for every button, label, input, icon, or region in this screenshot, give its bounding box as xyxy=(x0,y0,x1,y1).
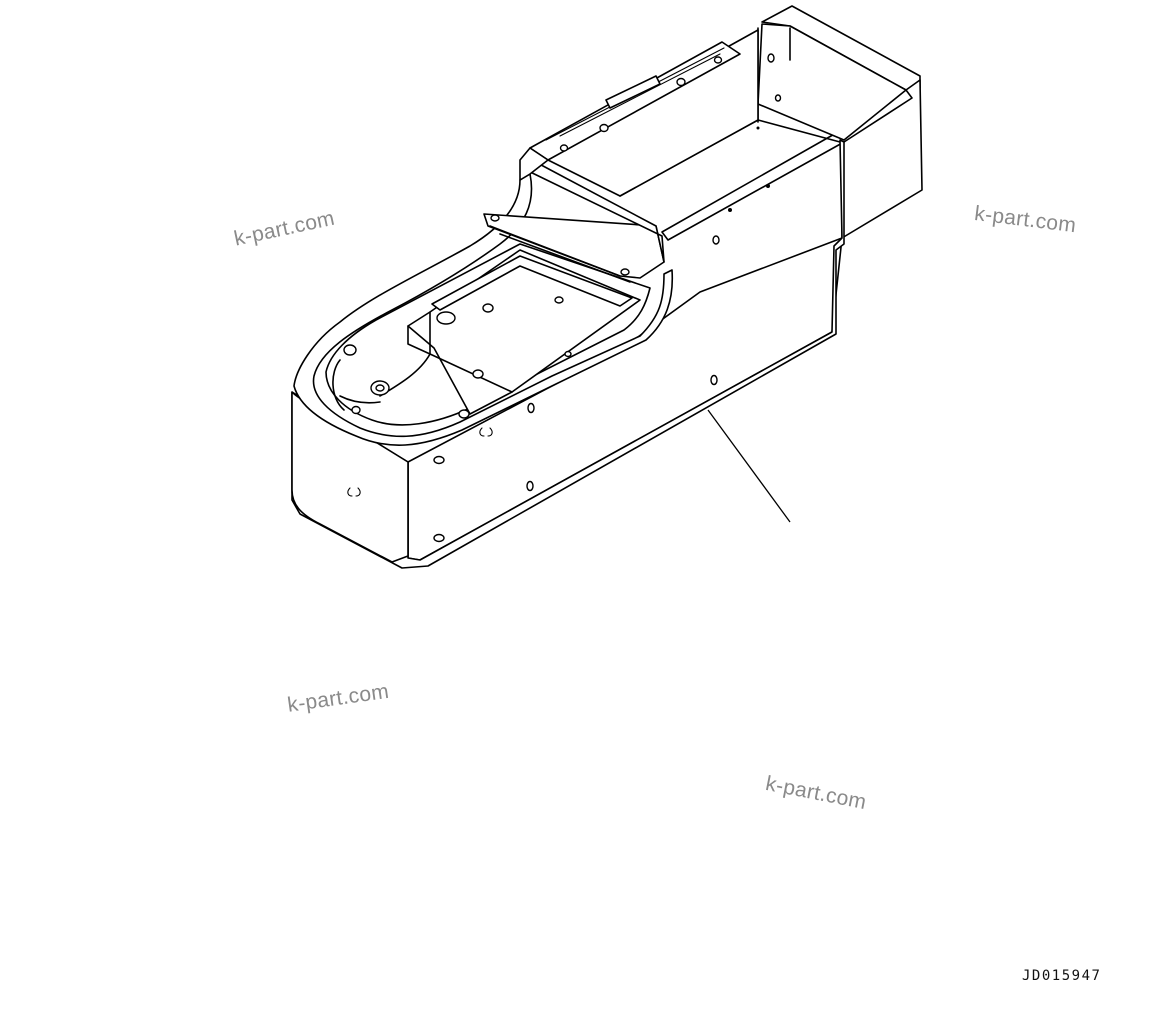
leader-line xyxy=(707,409,791,523)
console-body xyxy=(291,139,845,569)
rear-box xyxy=(529,5,923,241)
fastener-holes xyxy=(343,53,782,543)
figure-id: JD015947 xyxy=(1022,968,1102,984)
mounting-bracket xyxy=(483,147,665,283)
